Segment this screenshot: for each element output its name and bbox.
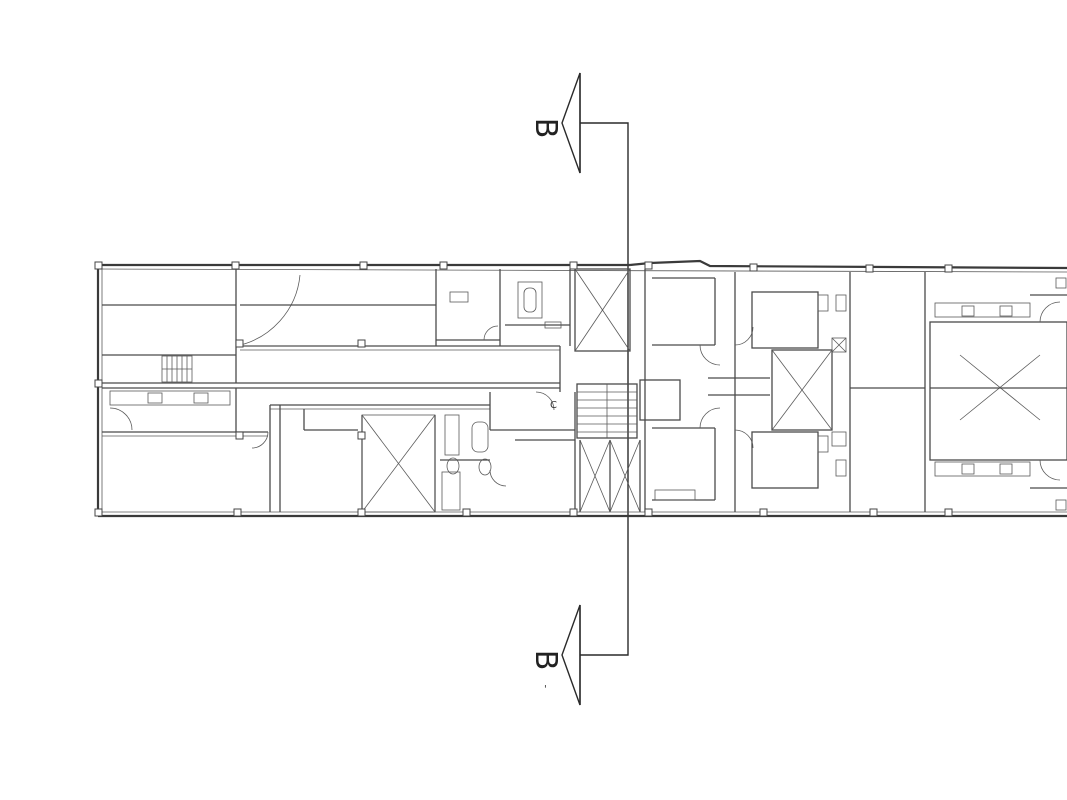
east-unit-b — [734, 272, 925, 512]
west-rooms-south — [102, 388, 436, 513]
section-arrow-bottom — [561, 604, 581, 706]
east-unit-a — [644, 269, 770, 512]
section-label-top: B — [528, 118, 563, 139]
section-label-bottom: B — [528, 650, 563, 671]
room-mark-c: C — [550, 400, 557, 411]
west-rooms-north — [102, 269, 571, 383]
east-unit-c — [924, 272, 1067, 512]
section-label-bottom-prime: ' — [544, 684, 547, 695]
central-corridor — [102, 345, 561, 430]
section-cut-line — [580, 122, 629, 656]
central-core — [574, 268, 681, 513]
section-arrow-top — [561, 72, 581, 174]
west-stair — [161, 355, 193, 383]
structural-columns — [94, 261, 953, 517]
central-bathrooms: C — [440, 391, 576, 512]
